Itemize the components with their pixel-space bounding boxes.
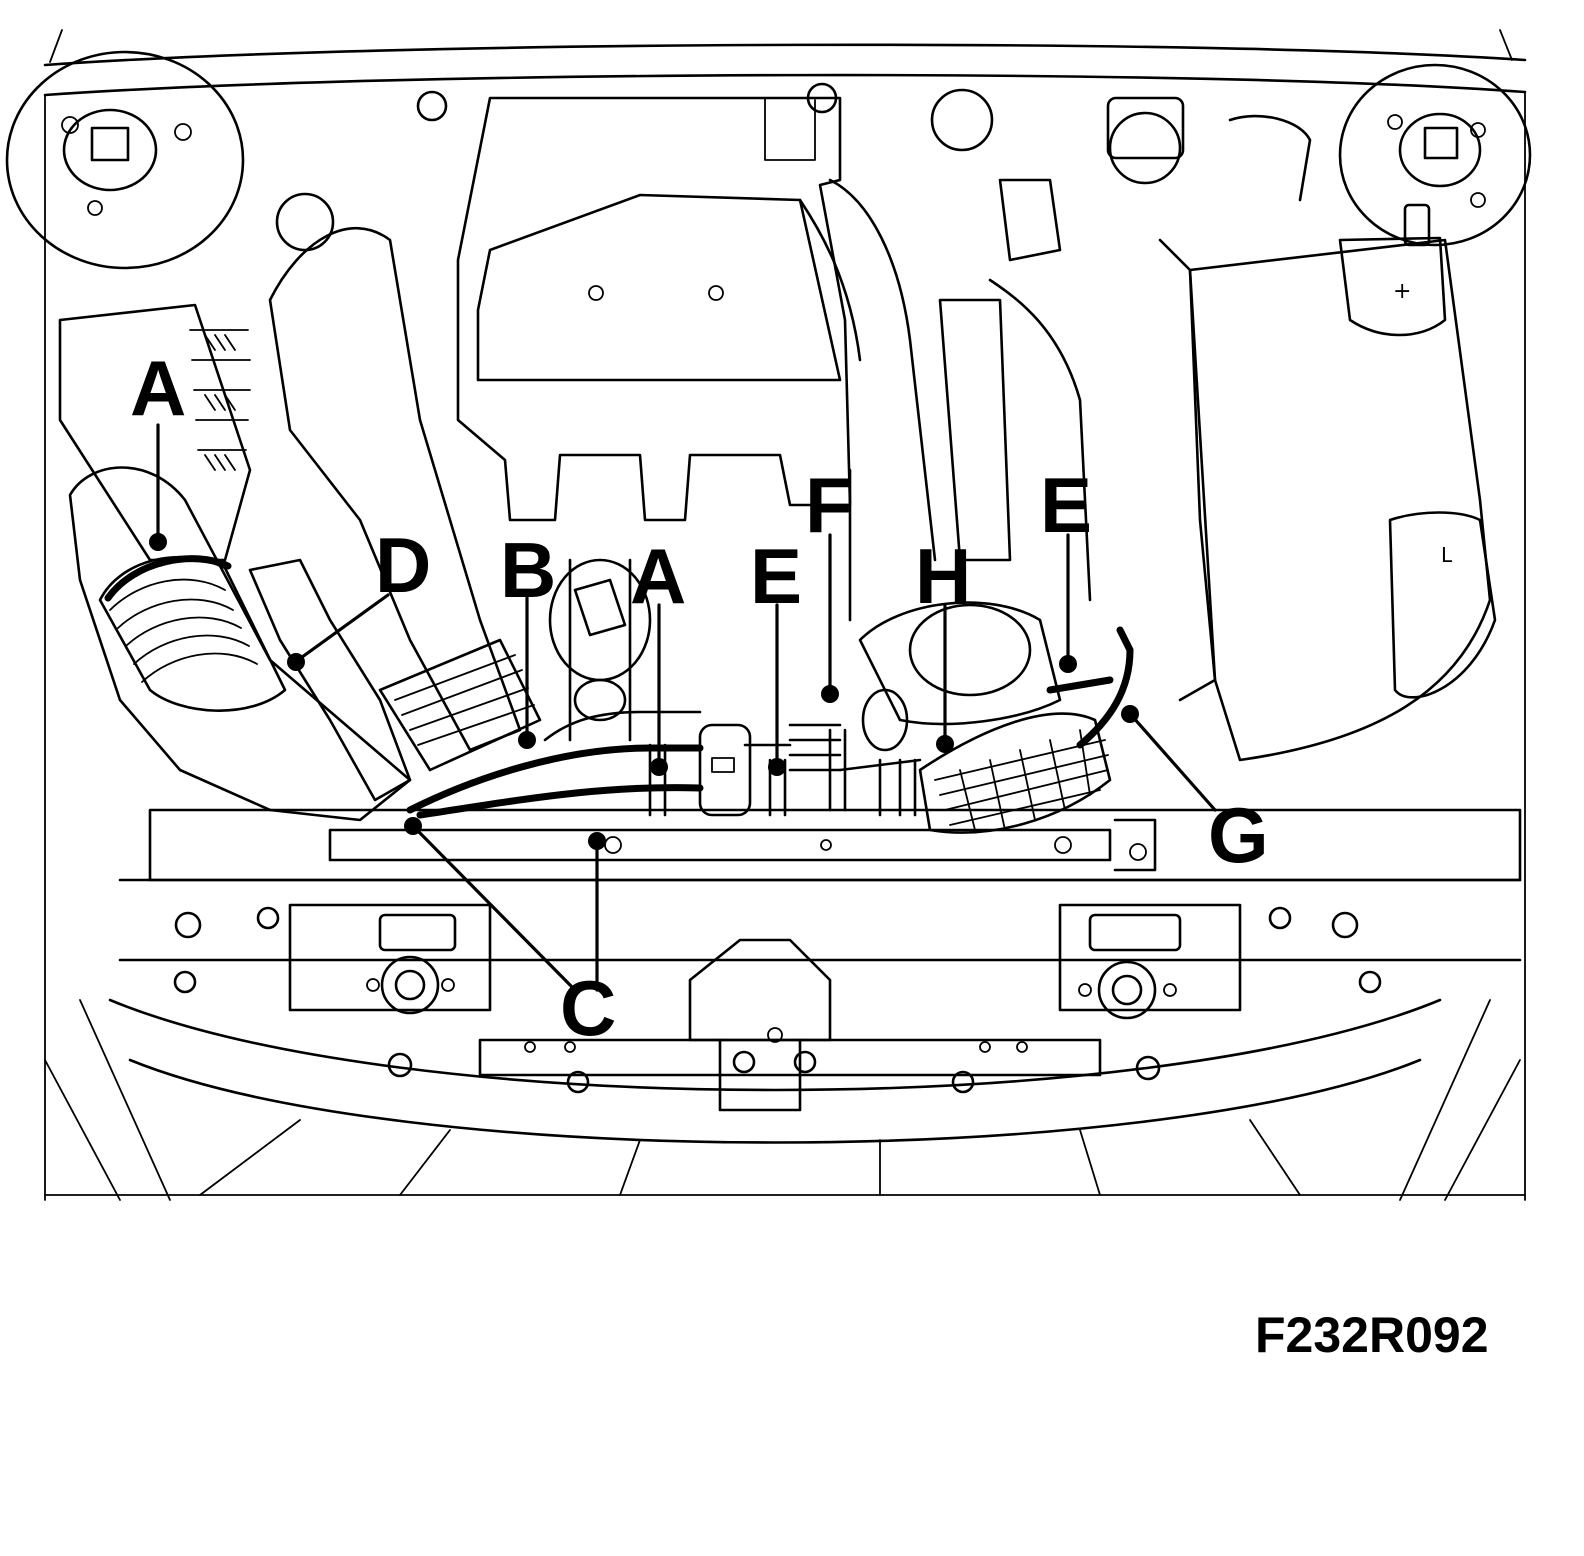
callout-H: H	[915, 532, 971, 620]
right-side-reservoirs	[930, 88, 1312, 602]
callout-E-right: E	[1040, 461, 1092, 549]
callout-G: G	[1208, 791, 1269, 879]
callout-F: F	[805, 461, 853, 549]
callout-B: B	[500, 526, 556, 614]
hood-outline	[43, 29, 1527, 1201]
callout-D: D	[375, 521, 431, 609]
oil-filler-area	[548, 558, 847, 817]
svg-text:+: +	[1393, 279, 1411, 304]
engine-cover	[275, 82, 852, 522]
air-intake-duct	[58, 303, 412, 822]
callout-C: C	[560, 964, 616, 1052]
svg-text:L: L	[1441, 543, 1453, 567]
bumper-grille-structure	[44, 903, 1526, 1201]
battery: + L	[1158, 236, 1497, 762]
left-strut-tower	[5, 50, 245, 270]
charge-air-hose	[798, 178, 1134, 834]
wiring-harness	[406, 710, 922, 819]
figure-code: F232R092	[1255, 1307, 1489, 1363]
callout-A-center: A	[630, 532, 686, 620]
callout-E-center: E	[750, 532, 802, 620]
radiator-support	[118, 808, 1522, 962]
right-strut-tower	[1338, 63, 1532, 247]
intake-hose	[248, 226, 542, 802]
callout-A-left: A	[130, 344, 186, 432]
callout-leaders	[149, 423, 1217, 992]
callout-letters: A D B A E F H E G C	[130, 344, 1269, 1052]
